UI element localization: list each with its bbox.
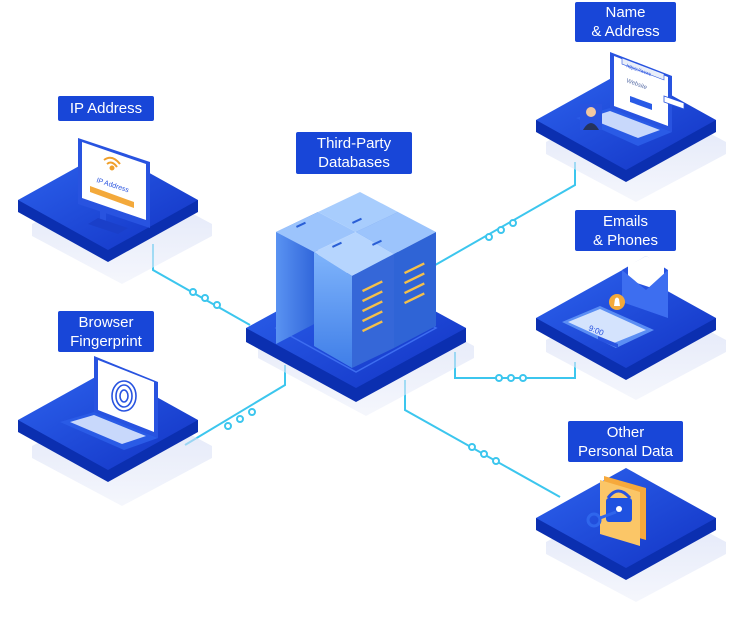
- platform-other-personal: [536, 468, 726, 602]
- connector-dots: [189, 219, 527, 465]
- key-icon: [586, 510, 617, 528]
- platform-name-address: https://www. Website: [536, 52, 726, 202]
- connector-name: [429, 162, 576, 269]
- monitor-icon: IP Address: [78, 138, 150, 234]
- lock-icon: [606, 489, 632, 522]
- label-third-party-line1: Third-Party: [316, 135, 392, 152]
- connector-browser: [184, 365, 286, 446]
- label-emails-line2: & Phones: [592, 231, 659, 249]
- label-other-line2: Personal Data: [577, 442, 674, 460]
- label-browser-line1: Browser: [78, 313, 134, 331]
- label-other-personal-data: Other Personal Data: [568, 421, 683, 462]
- label-browser-fingerprint: Browser Fingerprint: [58, 311, 154, 352]
- platform-third-party: [246, 192, 474, 416]
- label-name-address: Name & Address: [575, 2, 676, 42]
- user-avatar-icon: [580, 104, 602, 130]
- fingerprint-icon: [111, 380, 137, 412]
- connector-other: [404, 380, 561, 498]
- label-third-party-line2: Databases: [318, 154, 390, 171]
- label-ip-address: IP Address: [58, 96, 154, 121]
- label-browser-line2: Fingerprint: [70, 332, 142, 350]
- platform-browser-fingerprint: [18, 356, 212, 506]
- platform-emails-phones: 9:00: [536, 256, 726, 400]
- bell-icon: [609, 294, 625, 310]
- phone-icon: 9:00: [562, 306, 654, 348]
- platform-ip-address: IP Address: [18, 138, 212, 284]
- label-other-line1: Other: [606, 423, 645, 441]
- label-name-line1: Name: [605, 4, 646, 21]
- label-emails-phones: Emails & Phones: [575, 210, 676, 251]
- label-ip-address-text: IP Address: [69, 100, 143, 117]
- laptop-icon: [60, 356, 158, 450]
- wifi-icon: [103, 156, 121, 171]
- label-third-party-databases: Third-Party Databases: [296, 132, 412, 174]
- server-rack-icon: [276, 192, 436, 368]
- envelope-icon: [622, 256, 668, 318]
- label-name-line2: & Address: [591, 23, 660, 40]
- label-emails-line1: Emails: [602, 212, 648, 230]
